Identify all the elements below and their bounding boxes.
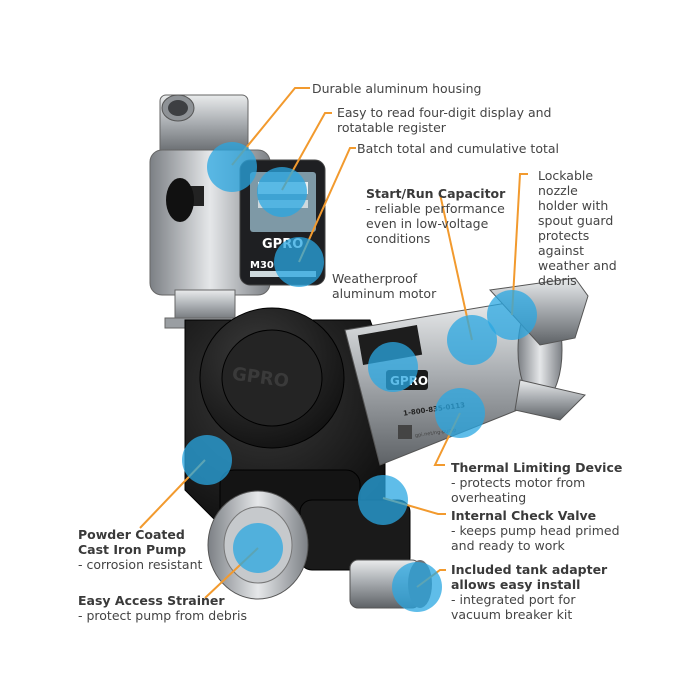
highlight-dot-housing [207,142,257,192]
callout-thermal-desc: - protects motor from overheating [451,475,586,505]
highlight-dot-motor [368,342,418,392]
register-knob [166,178,204,222]
callout-checkvalve: Internal Check Valve - keeps pump head p… [451,508,620,553]
callout-strainer-desc: - protect pump from debris [78,608,247,623]
callout-capacitor: Start/Run Capacitor - reliable performan… [366,186,505,246]
callout-capacitor-desc: - reliable performance even in low-volta… [366,201,505,246]
callout-capacitor-title: Start/Run Capacitor [366,186,506,201]
highlight-dot-castiron [182,435,232,485]
callout-line-housing [231,87,310,166]
callout-batch: Batch total and cumulative total [357,141,559,156]
highlight-dot-thermal [435,388,485,438]
highlight-dot-adapter [392,562,442,612]
callout-display-title: Easy to read four-digit display and rota… [337,105,552,135]
callout-housing-title: Durable aluminum housing [312,81,482,96]
callout-checkvalve-title: Internal Check Valve [451,508,597,523]
callout-strainer-title: Easy Access Strainer [78,593,225,608]
callout-strainer: Easy Access Strainer - protect pump from… [78,593,247,623]
highlight-dots [182,142,537,612]
callout-checkvalve-desc: - keeps pump head primed and ready to wo… [451,523,620,553]
callout-thermal-title: Thermal Limiting Device [451,460,623,475]
callout-motor: Weatherproof aluminum motor [332,271,436,301]
callout-display: Easy to read four-digit display and rota… [337,105,551,135]
highlight-dot-strainer [233,523,283,573]
highlight-dot-checkvalve [358,475,408,525]
callout-nozzle: Lockable nozzle holder with spout guard … [538,168,617,288]
callout-line-display [281,112,332,191]
callout-housing: Durable aluminum housing [312,81,481,96]
callout-adapter-desc: - integrated port for vacuum breaker kit [451,592,576,622]
callout-castiron-title: Powder Coated Cast Iron Pump [78,527,187,557]
highlight-dot-display [257,167,307,217]
callout-adapter-title: Included tank adapter allows easy instal… [451,562,608,592]
callout-batch-title: Batch total and cumulative total [357,141,559,156]
callout-castiron: Powder Coated Cast Iron Pump - corrosion… [78,527,202,572]
callout-line-nozzle [511,173,528,316]
callout-nozzle-title: Lockable nozzle holder with spout guard … [538,168,617,288]
meter-model: M30 [250,260,274,271]
callout-castiron-desc: - corrosion resistant [78,557,203,572]
callout-adapter: Included tank adapter allows easy instal… [451,562,607,622]
motor-url: gpi.net/ng-pump [415,427,457,439]
callout-motor-title: Weatherproof aluminum motor [332,271,437,301]
highlight-dot-nozzle [487,290,537,340]
callout-thermal: Thermal Limiting Device - protects motor… [451,460,622,505]
callout-line-batch [298,147,356,263]
cast-iron-body: GPRO [184,307,411,571]
highlight-dot-capacitor [447,315,497,365]
highlight-dot-batch [274,237,324,287]
